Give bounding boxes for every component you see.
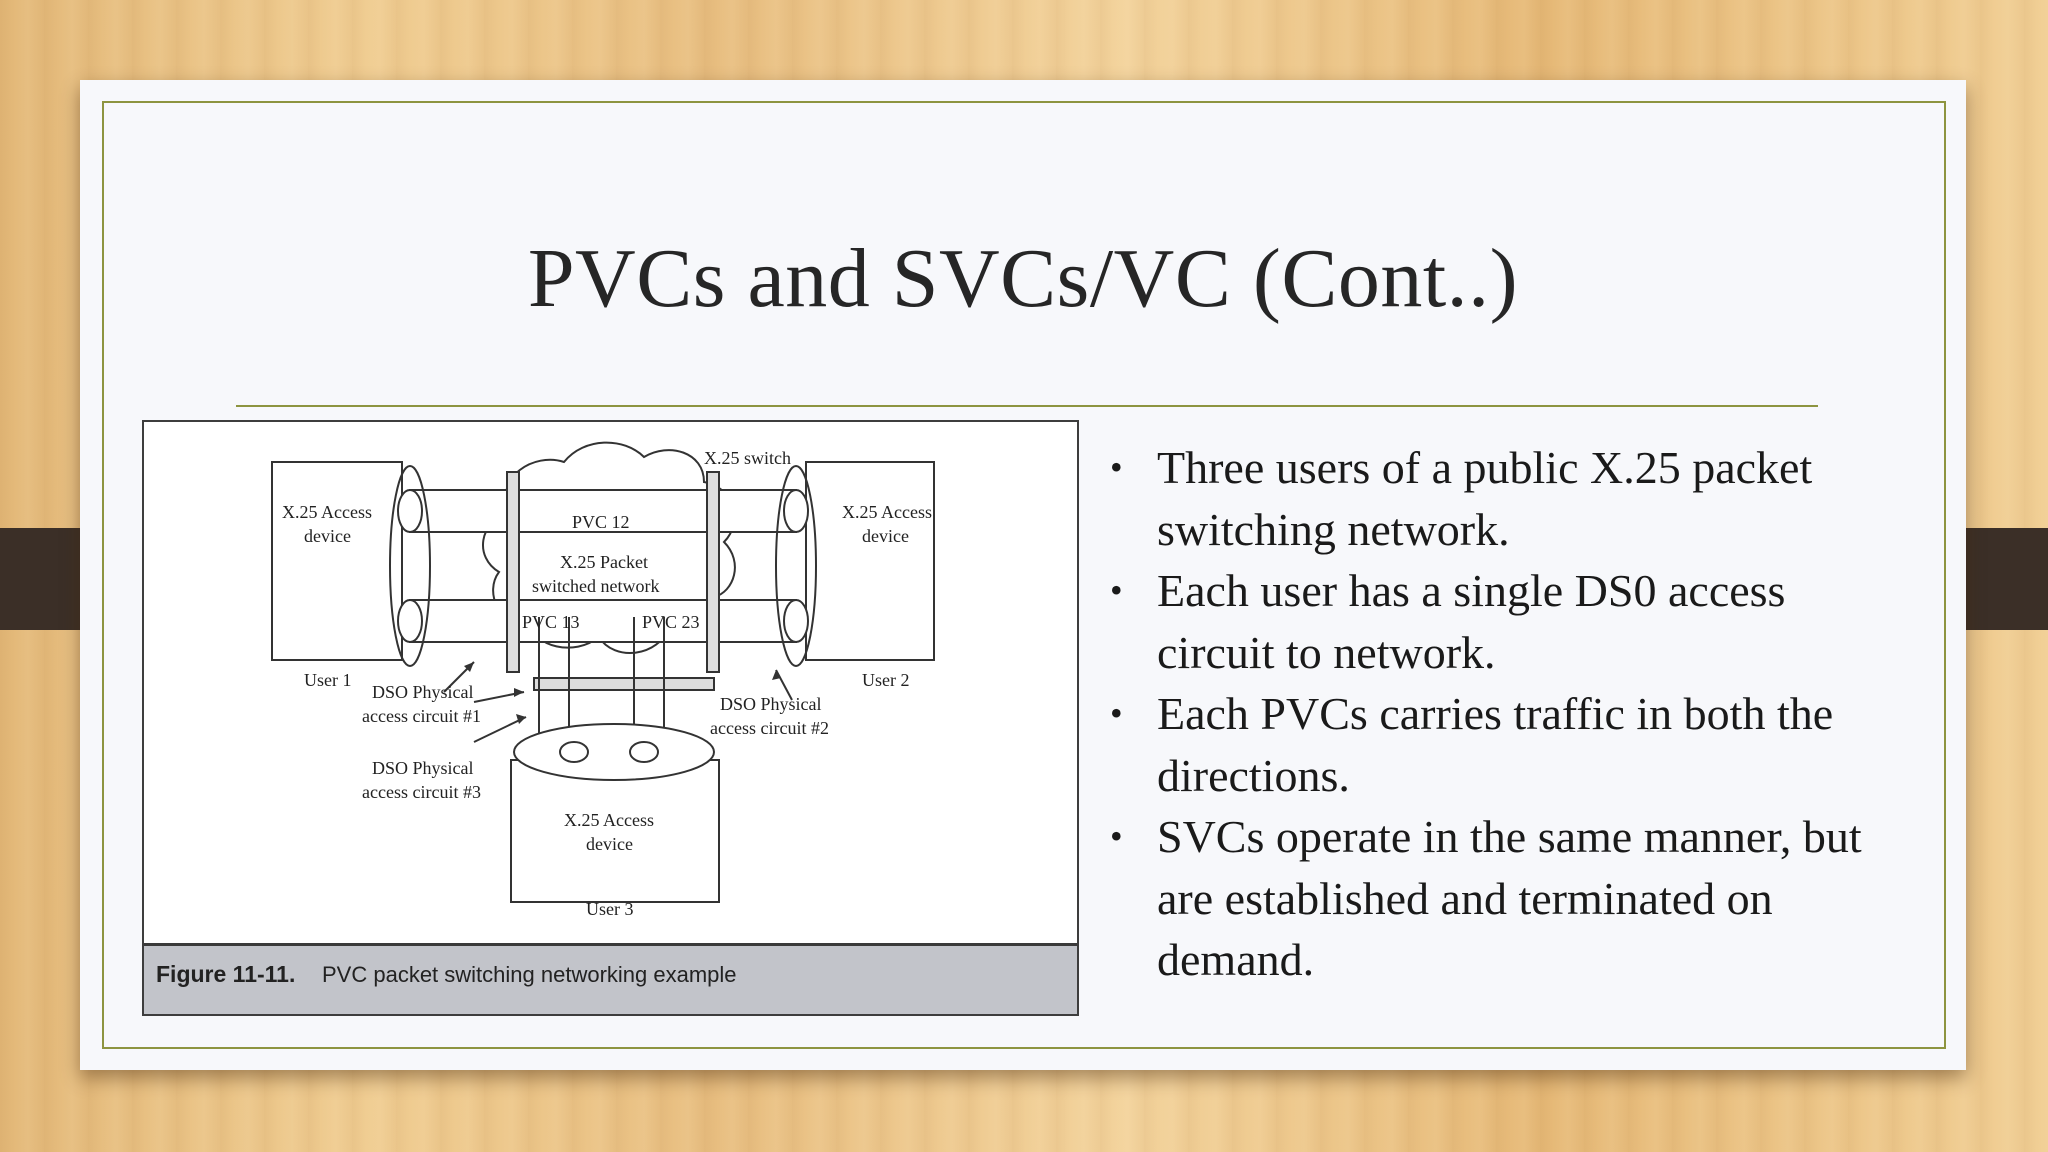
label-ds0-2: DSO Physical: [720, 694, 822, 714]
label-user3-device: device: [586, 834, 633, 854]
figure-caption-bar: Figure 11-11. PVC packet switching netwo…: [144, 943, 1077, 1014]
label-packet-net-2: switched network: [532, 576, 659, 596]
label-circuit-3: access circuit #3: [362, 782, 481, 802]
bullet-icon: •: [1110, 447, 1123, 487]
label-user3-access: X.25 Access: [564, 810, 654, 830]
label-circuit-1: access circuit #1: [362, 706, 481, 726]
switch-bar-left: [506, 471, 520, 673]
label-user2-device: device: [862, 526, 909, 546]
slide-border: [102, 101, 1946, 1049]
bullet-item: •Each PVCs carries traffic in both the d…: [1102, 683, 1862, 806]
label-user1-device: device: [304, 526, 351, 546]
label-user1: User 1: [304, 670, 352, 690]
bullet-icon: •: [1110, 693, 1123, 733]
label-pvc12: PVC 12: [572, 512, 630, 532]
bullet-icon: •: [1110, 570, 1123, 610]
user1-access-device-box: [271, 461, 403, 661]
bullet-list: •Three users of a public X.25 packet swi…: [1102, 437, 1862, 991]
lower-pipe: [409, 599, 797, 643]
network-figure: X.25 switch X.25 Access device X.25 Acce…: [142, 420, 1079, 1016]
label-ds0-1: DSO Physical: [372, 682, 474, 702]
user2-access-device-box: [805, 461, 935, 661]
label-user3: User 3: [586, 899, 634, 919]
bullet-icon: •: [1110, 816, 1123, 856]
bullet-item: •Three users of a public X.25 packet swi…: [1102, 437, 1862, 560]
title-divider: [236, 405, 1818, 407]
switch-bar-bottom: [533, 677, 715, 691]
switch-bar-right: [706, 471, 720, 673]
label-user2: User 2: [862, 670, 910, 690]
slide-title: PVCs and SVCs/VC (Cont..): [527, 232, 1519, 325]
label-pvc13: PVC 13: [522, 612, 580, 632]
figure-number: Figure 11-11.: [156, 961, 296, 987]
bullet-item: •SVCs operate in the same manner, but ar…: [1102, 806, 1862, 991]
network-diagram: X.25 switch X.25 Access device X.25 Acce…: [271, 441, 935, 919]
figure-caption: PVC packet switching networking example: [322, 962, 737, 987]
label-pvc23: PVC 23: [642, 612, 700, 632]
label-ds0-3: DSO Physical: [372, 758, 474, 778]
label-user2-access: X.25 Access: [842, 502, 932, 522]
slide-card: PVCs and SVCs/VC (Cont..): [80, 80, 1966, 1070]
user3-access-device-box: [510, 759, 720, 903]
label-packet-net-1: X.25 Packet: [560, 552, 648, 572]
label-x25-switch: X.25 switch: [704, 448, 791, 468]
label-circuit-2: access circuit #2: [710, 718, 829, 738]
label-user1-access: X.25 Access: [282, 502, 372, 522]
bullet-item: •Each user has a single DS0 access circu…: [1102, 560, 1862, 683]
